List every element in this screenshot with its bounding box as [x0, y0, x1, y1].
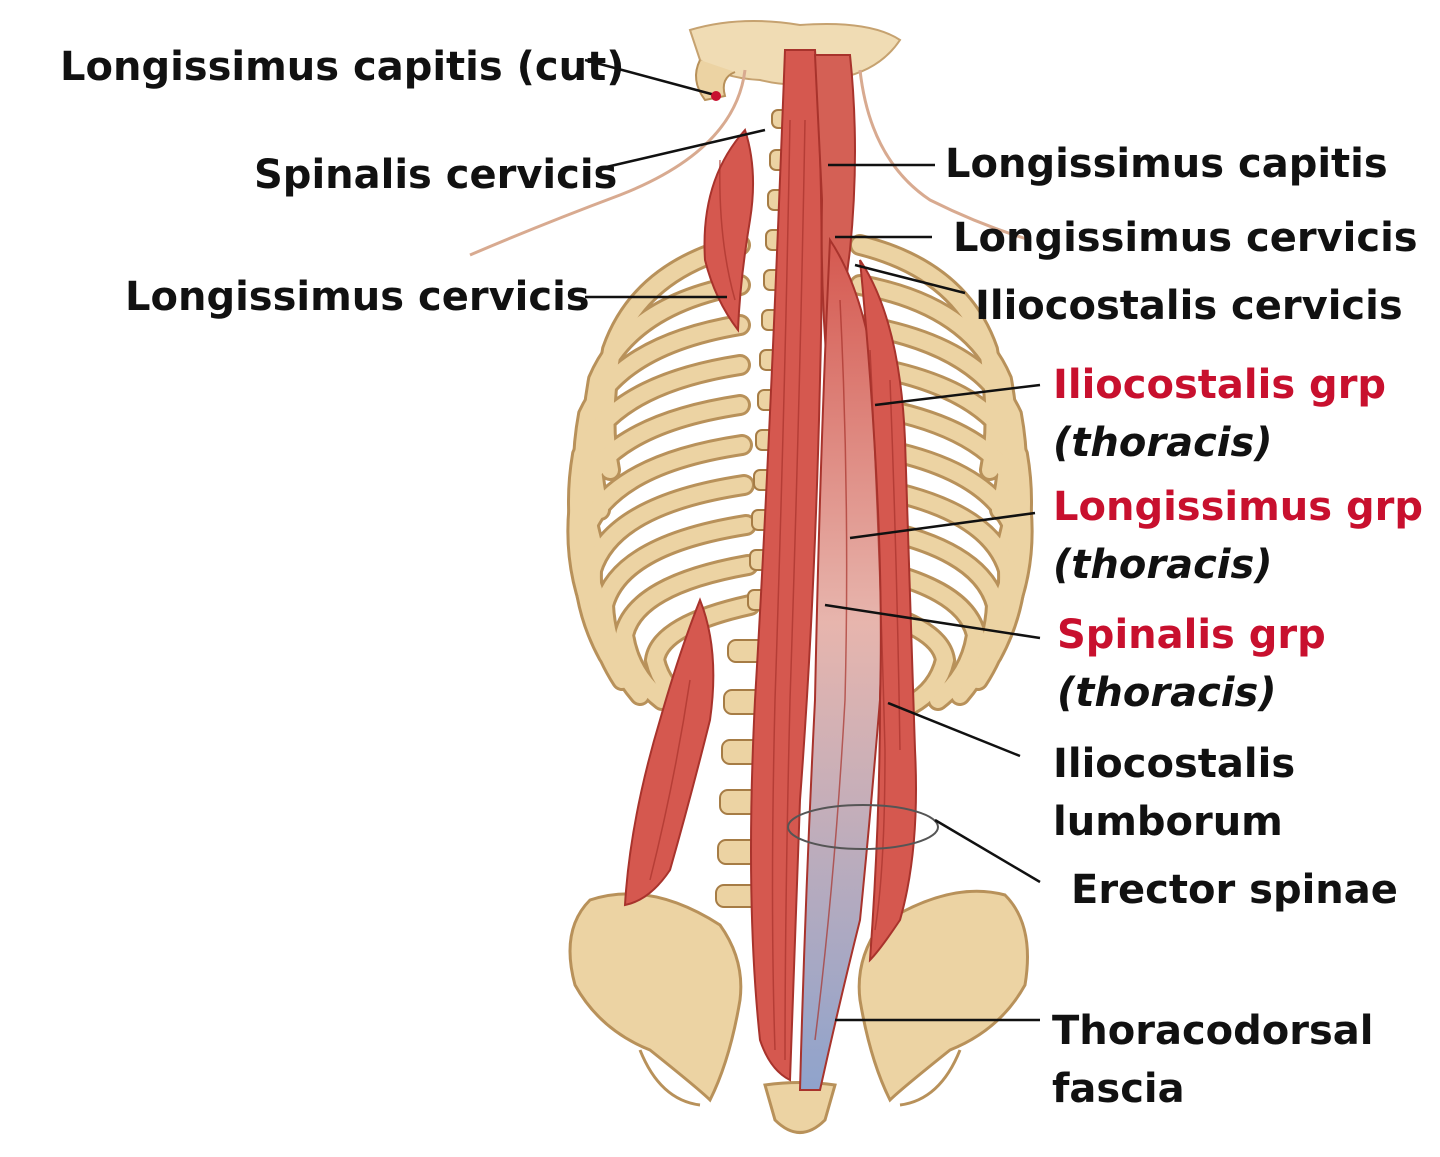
label-longissimus-capitis-cut: Longissimus capitis (cut) [60, 44, 625, 90]
cut-marker [711, 91, 721, 101]
label-iliocostalis-grp-title: Iliocostalis grp [1053, 362, 1387, 408]
label-iliocostalis-lumborum-line1: Iliocostalis [1053, 741, 1296, 787]
label-thoracodorsal-fascia: Thoracodorsal fascia [1052, 1002, 1374, 1118]
label-thoracodorsal-fascia-line1: Thoracodorsal [1052, 1008, 1374, 1054]
label-erector-spinae: Erector spinae [1071, 867, 1398, 913]
label-longissimus-capitis: Longissimus capitis [945, 141, 1388, 187]
erector-spinae-muscles [623, 49, 917, 1091]
label-spinalis-grp-title: Spinalis grp [1057, 612, 1326, 658]
label-longissimus-grp-title: Longissimus grp [1053, 484, 1423, 530]
erector-spinae-outline [787, 804, 939, 850]
label-spinalis-grp: Spinalis grp (thoracis) [1057, 606, 1326, 722]
label-thoracodorsal-fascia-line2: fascia [1052, 1066, 1185, 1112]
neck-skin-outline [469, 69, 1031, 257]
pelvis [568, 889, 1029, 1134]
label-longissimus-cervicis-left: Longissimus cervicis [125, 274, 590, 320]
label-longissimus-grp-sub: (thoracis) [1053, 542, 1273, 588]
label-iliocostalis-grp: Iliocostalis grp (thoracis) [1053, 356, 1386, 472]
leader-lines [584, 58, 1041, 1022]
label-iliocostalis-lumborum: Iliocostalis lumborum [1053, 735, 1295, 851]
label-iliocostalis-lumborum-line2: lumborum [1053, 799, 1283, 845]
label-spinalis-cervicis: Spinalis cervicis [254, 152, 618, 198]
label-longissimus-grp: Longissimus grp (thoracis) [1053, 478, 1423, 594]
label-longissimus-cervicis-right: Longissimus cervicis [953, 215, 1418, 261]
rib-cage [566, 234, 1034, 716]
label-spinalis-grp-sub: (thoracis) [1057, 670, 1277, 716]
label-iliocostalis-grp-sub: (thoracis) [1053, 420, 1273, 466]
label-iliocostalis-cervicis: Iliocostalis cervicis [975, 283, 1403, 329]
